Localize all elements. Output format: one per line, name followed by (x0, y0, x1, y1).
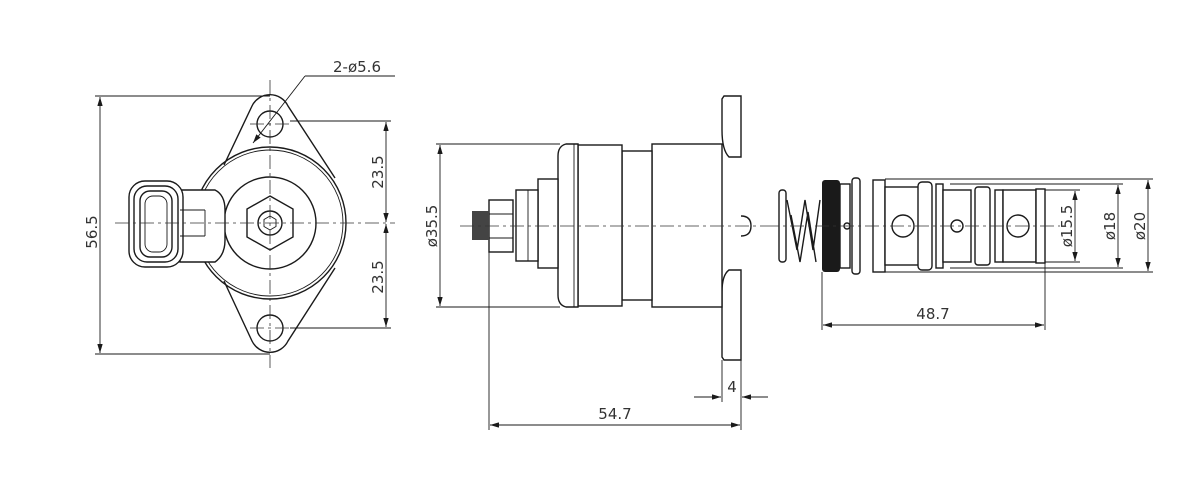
mounting-flange (223, 94, 336, 353)
hole-callout: 2-ø5.6 (333, 58, 381, 76)
inner-diameter-dimension: ø15.5 (1058, 205, 1076, 248)
lower-offset-dimension: 23.5 (369, 260, 387, 293)
end-cap (557, 143, 579, 308)
spring (786, 199, 821, 263)
cartridge-length-dimension: 48.7 (916, 305, 949, 323)
threaded-stud (472, 211, 489, 240)
flange-thickness-dimension: 4 (727, 378, 737, 396)
flange-bottom (721, 269, 742, 361)
body-diameter-dimension: ø35.5 (423, 205, 441, 248)
outer-diameter-dimension: ø20 (1131, 212, 1149, 240)
length-dimension: 54.7 (598, 405, 631, 423)
mid-diameter-dimension: ø18 (1101, 212, 1119, 240)
height-dimension: 56.5 (83, 215, 101, 248)
flange-top (721, 95, 742, 158)
upper-offset-dimension: 23.5 (369, 155, 387, 188)
electrical-connector (128, 180, 226, 268)
front-view: 56.5 23.5 23.5 2-ø5.6 (83, 58, 395, 368)
valve-cartridge: ø15.5 ø18 ø20 48.7 (765, 177, 1153, 330)
side-view: ø35.5 54.7 4 (423, 95, 768, 430)
pin (740, 215, 752, 237)
o-ring-black (822, 180, 840, 272)
main-body (651, 143, 723, 308)
